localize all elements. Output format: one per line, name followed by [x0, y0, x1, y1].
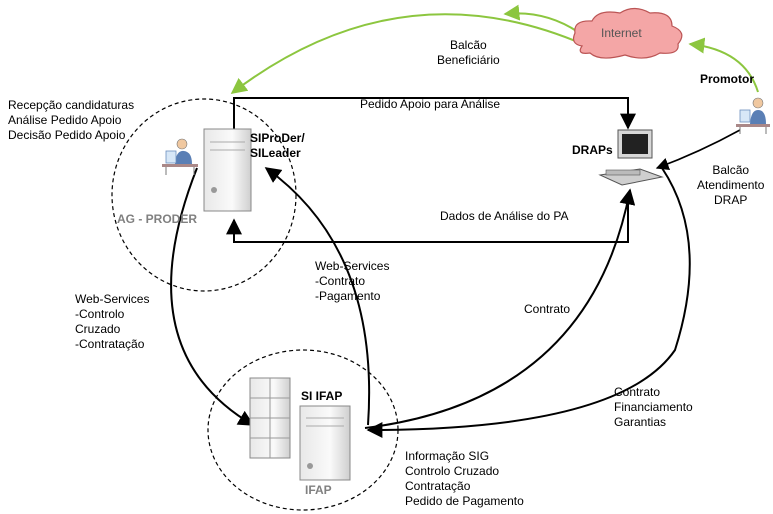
ag-user-icon [162, 138, 198, 175]
internet-to-beneficiario-arrow [503, 4, 579, 33]
promotor-label: Promotor [700, 72, 754, 86]
dados-analise-label: Dados de Análise do PA [440, 209, 569, 223]
promotor-user-icon [736, 97, 770, 134]
promotor-to-internet-arrow [688, 37, 759, 93]
balcao-beneficiario-label: Balcão Beneficiário [437, 38, 500, 67]
draps-label: DRAPs [572, 143, 613, 157]
internet-to-ag-arrow [230, 13, 586, 94]
siproder-server-icon [203, 128, 252, 212]
ifap-server-rack-icon [249, 377, 291, 459]
si-ifap-server-icon [299, 405, 351, 481]
dados-analise-arrow [226, 196, 629, 243]
ag-tasks-label: Recepção candidaturas Análise Pedido Apo… [8, 98, 135, 142]
contrato-financiamento-arrow [366, 167, 691, 438]
info-sig-label: Informação SIG Controlo Cruzado Contrata… [405, 449, 524, 508]
siproder-label: SIProDer/ SILeader [250, 131, 305, 160]
draps-computer-icon [598, 129, 664, 186]
ag-proder-group-circle [111, 98, 297, 292]
ifap-label: IFAP [305, 483, 332, 497]
internet-label: Internet [601, 26, 642, 40]
ag-proder-label: AG - PRODER [117, 212, 198, 226]
contrato-financiamento-label: Contrato Financiamento Garantias [614, 385, 693, 429]
ws-controlo-label: Web-Services -Controlo Cruzado -Contrata… [75, 292, 150, 351]
contrato-label: Contrato [524, 302, 571, 316]
ws-controlo-arrow [170, 167, 255, 426]
contrato-arrow [364, 188, 636, 429]
ws-contrato-arrow [264, 167, 371, 426]
si-ifap-label: SI IFAP [301, 389, 343, 403]
balcao-atendimento-label: Balcão Atendimento DRAP [697, 163, 765, 207]
ws-contrato-label: Web-Services -Contrato -Pagamento [315, 259, 390, 303]
pedido-apoio-label: Pedido Apoio para Análise [360, 97, 501, 111]
promotor-to-draps-arrow [655, 129, 741, 170]
internet-cloud-icon [572, 7, 683, 59]
pedido-apoio-arrow [233, 97, 636, 130]
